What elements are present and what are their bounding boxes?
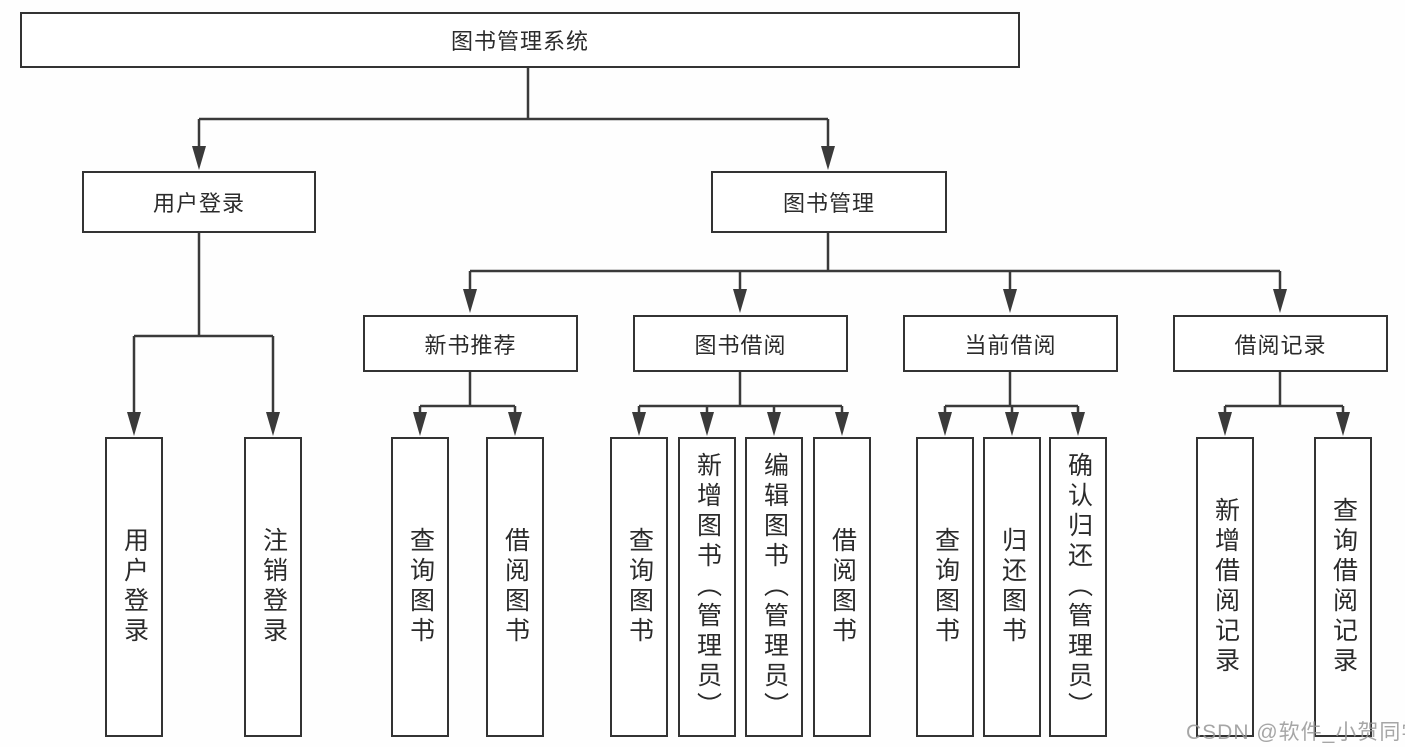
node-user-login: 用户登录 bbox=[82, 171, 316, 233]
leaf-label: 查询图书 bbox=[625, 527, 654, 647]
leaf-label: 注销登录 bbox=[259, 527, 288, 647]
leaf-label: 借阅图书 bbox=[501, 527, 530, 647]
connector-root-to-level2 bbox=[192, 68, 835, 170]
leaf-label: 确认归还（管理员） bbox=[1064, 452, 1093, 722]
leaf-label: 编辑图书（管理员） bbox=[760, 452, 789, 722]
connector-book-mgmt-to-level3 bbox=[463, 233, 1287, 313]
node-book-borrowing: 图书借阅 bbox=[633, 315, 848, 372]
connector-current-borrow-to-leaves bbox=[938, 372, 1085, 436]
connector-new-books-to-leaves bbox=[413, 372, 522, 436]
node-leaf-borrow-books-newbooks: 借阅图书 bbox=[486, 437, 544, 737]
node-current-borrowing: 当前借阅 bbox=[903, 315, 1118, 372]
leaf-label: 新增图书（管理员） bbox=[693, 452, 722, 722]
leaf-label: 查询图书 bbox=[931, 527, 960, 647]
connector-borrow-records-to-leaves bbox=[1218, 372, 1350, 436]
node-leaf-query-books-current: 查询图书 bbox=[916, 437, 974, 737]
node-leaf-query-books-newbooks: 查询图书 bbox=[391, 437, 449, 737]
leaf-label: 查询图书 bbox=[406, 527, 435, 647]
node-leaf-add-borrow-record: 新增借阅记录 bbox=[1196, 437, 1254, 737]
leaf-label: 查询借阅记录 bbox=[1329, 497, 1358, 677]
leaf-label: 借阅图书 bbox=[828, 527, 857, 647]
connector-book-borrow-to-leaves bbox=[632, 372, 849, 436]
leaf-label: 用户登录 bbox=[120, 527, 149, 647]
leaf-label: 归还图书 bbox=[998, 527, 1027, 647]
node-leaf-confirm-return-admin: 确认归还（管理员） bbox=[1049, 437, 1107, 737]
node-leaf-logout: 注销登录 bbox=[244, 437, 302, 737]
connector-user-login-to-leaves bbox=[127, 233, 280, 436]
csdn-watermark: CSDN @软件_小贺同学 bbox=[1186, 721, 1405, 744]
node-new-book-recommend: 新书推荐 bbox=[363, 315, 578, 372]
node-leaf-borrow-books: 借阅图书 bbox=[813, 437, 871, 737]
node-book-management: 图书管理 bbox=[711, 171, 947, 233]
node-leaf-return-book: 归还图书 bbox=[983, 437, 1041, 737]
node-leaf-query-borrow-record: 查询借阅记录 bbox=[1314, 437, 1372, 737]
node-leaf-edit-book-admin: 编辑图书（管理员） bbox=[745, 437, 803, 737]
node-root-system: 图书管理系统 bbox=[20, 12, 1020, 68]
node-leaf-query-books-borrow: 查询图书 bbox=[610, 437, 668, 737]
leaf-label: 新增借阅记录 bbox=[1211, 497, 1240, 677]
node-leaf-user-login: 用户登录 bbox=[105, 437, 163, 737]
node-borrow-records: 借阅记录 bbox=[1173, 315, 1388, 372]
node-leaf-add-book-admin: 新增图书（管理员） bbox=[678, 437, 736, 737]
